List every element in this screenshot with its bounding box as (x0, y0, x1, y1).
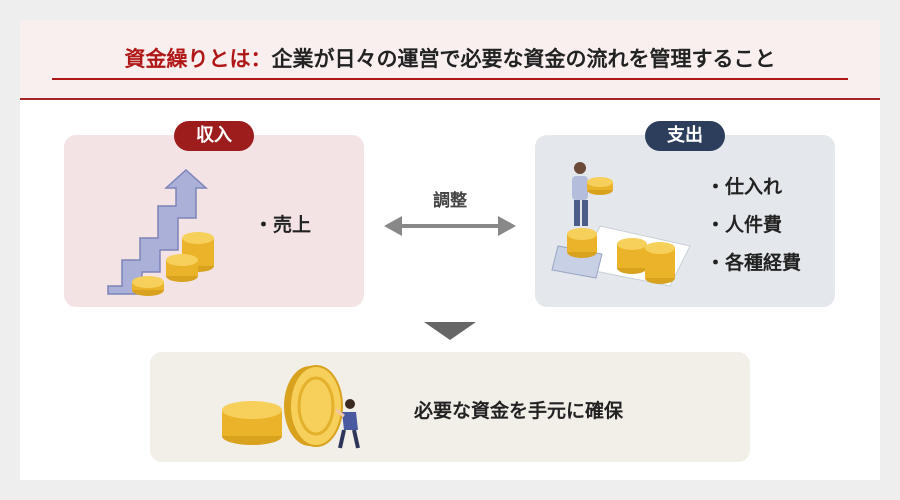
bar-graph-coins-icon (107, 168, 214, 296)
expense-item-purchase: ・仕入れ (706, 176, 783, 198)
page-title: 資金繰りとは：企業が日々の運営で必要な資金の流れを管理すること (20, 44, 880, 74)
title-text: 企業が日々の運営で必要な資金の流れを管理すること (271, 47, 776, 71)
adjust-label: 調整 (433, 191, 467, 211)
header-banner: 資金繰りとは：企業が日々の運営で必要な資金の流れを管理すること (20, 20, 880, 100)
income-item: ・売上 (254, 214, 312, 236)
diagram-canvas: 資金繰りとは：企業が日々の運営で必要な資金の流れを管理すること 収入 ・売上 調… (20, 20, 880, 480)
expense-badge: 支出 (645, 121, 725, 151)
title-underline (52, 78, 848, 80)
person-pushing-coin-icon (222, 365, 360, 449)
expense-item-misc: ・各種経費 (706, 252, 802, 274)
person-coins-calculator-icon (551, 162, 691, 287)
title-highlight: 資金繰りとは： (124, 47, 272, 71)
result-text: 必要な資金を手元に確保 (414, 400, 624, 422)
income-badge: 収入 (174, 121, 254, 151)
down-triangle-icon (424, 322, 476, 340)
double-arrow-icon (384, 216, 516, 236)
expense-item-personnel: ・人件費 (706, 214, 783, 236)
income-panel (64, 135, 364, 307)
